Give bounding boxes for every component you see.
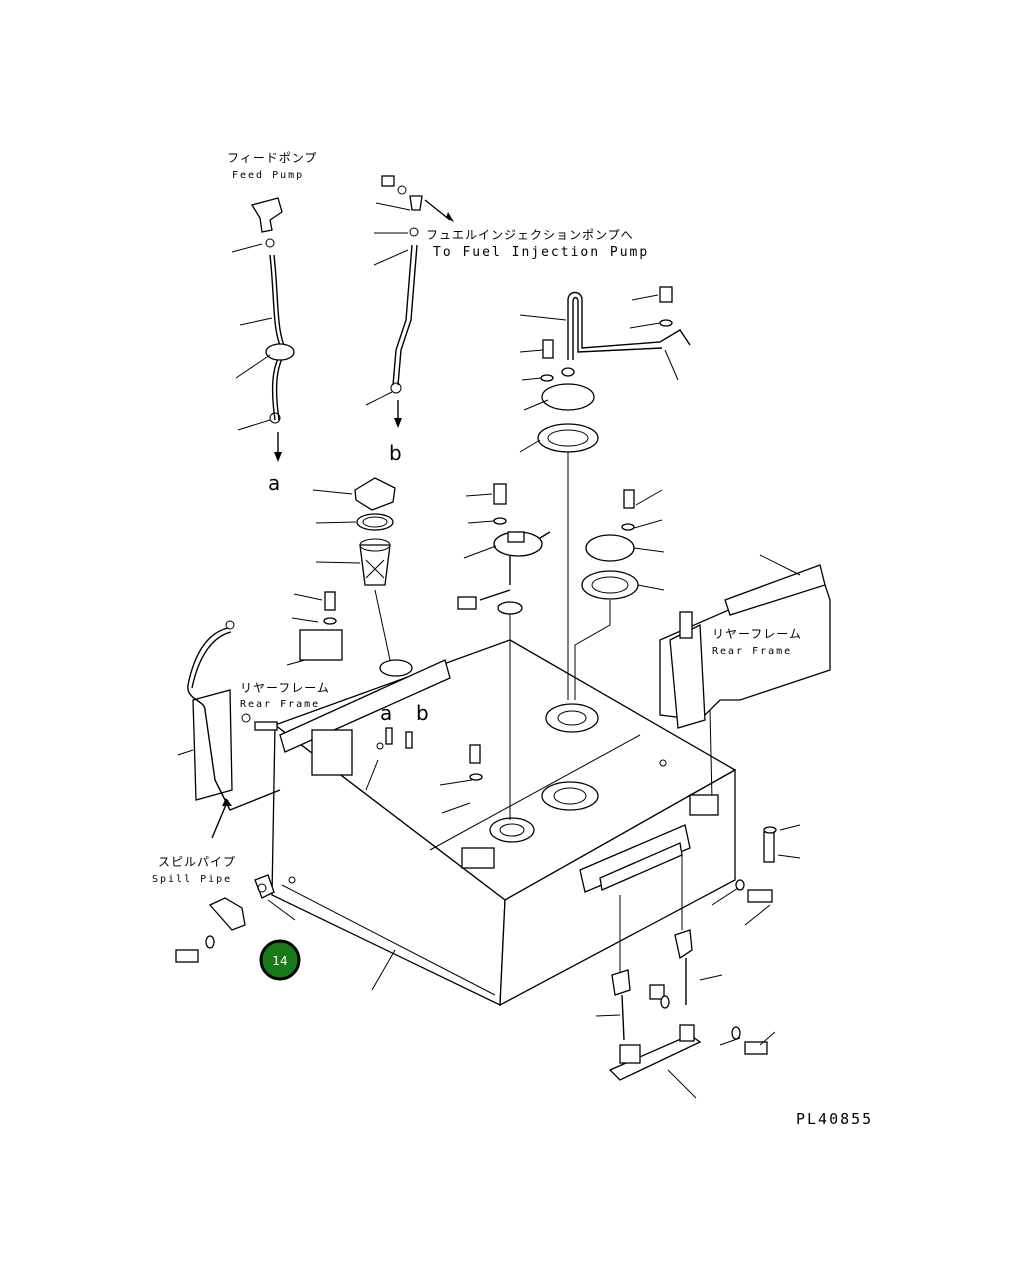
drawing-code: PL40855	[796, 1110, 873, 1128]
feed-pump-label-en: Feed Pump	[232, 170, 304, 181]
rear-frame-label-en-left: Rear Frame	[240, 699, 320, 710]
injection-pump-pipe	[365, 175, 454, 428]
filler-neck-assembly	[312, 477, 413, 677]
fuel-tank	[271, 639, 737, 1007]
ref-b-top: b	[389, 441, 402, 465]
ref-a-mid: a	[380, 701, 392, 725]
spill-pipe-label-en: Spill Pipe	[152, 874, 232, 885]
rear-frame-label-en-right: Rear Frame	[712, 646, 792, 657]
cover-plate-assembly	[574, 489, 665, 700]
rear-frame-label-jp-left: リヤーフレーム	[240, 681, 330, 695]
spill-pipe-assembly	[177, 591, 343, 839]
tank-bolts	[365, 727, 483, 814]
return-pipe-assembly	[519, 286, 691, 733]
callout-badge-14[interactable]: 14	[259, 939, 301, 981]
mounting-brackets	[579, 824, 801, 1099]
spill-pipe-label-jp: スピルパイプ	[158, 855, 236, 869]
injection-pump-label-en: To Fuel Injection Pump	[433, 245, 649, 260]
injection-pump-label-jp: フュエルインジェクションポンプへ	[426, 228, 634, 242]
ref-b-mid: b	[416, 701, 429, 725]
rear-frame-right	[659, 554, 831, 816]
fuel-gauge-sender	[457, 483, 551, 820]
callout-number: 14	[272, 954, 287, 968]
feed-pump-label-jp: フィードポンプ	[227, 151, 317, 165]
feed-pump-pipe	[231, 197, 295, 462]
ref-a-top: a	[268, 471, 280, 495]
drain-valve-assembly	[175, 874, 396, 991]
rear-frame-label-jp-right: リヤーフレーム	[712, 627, 802, 641]
